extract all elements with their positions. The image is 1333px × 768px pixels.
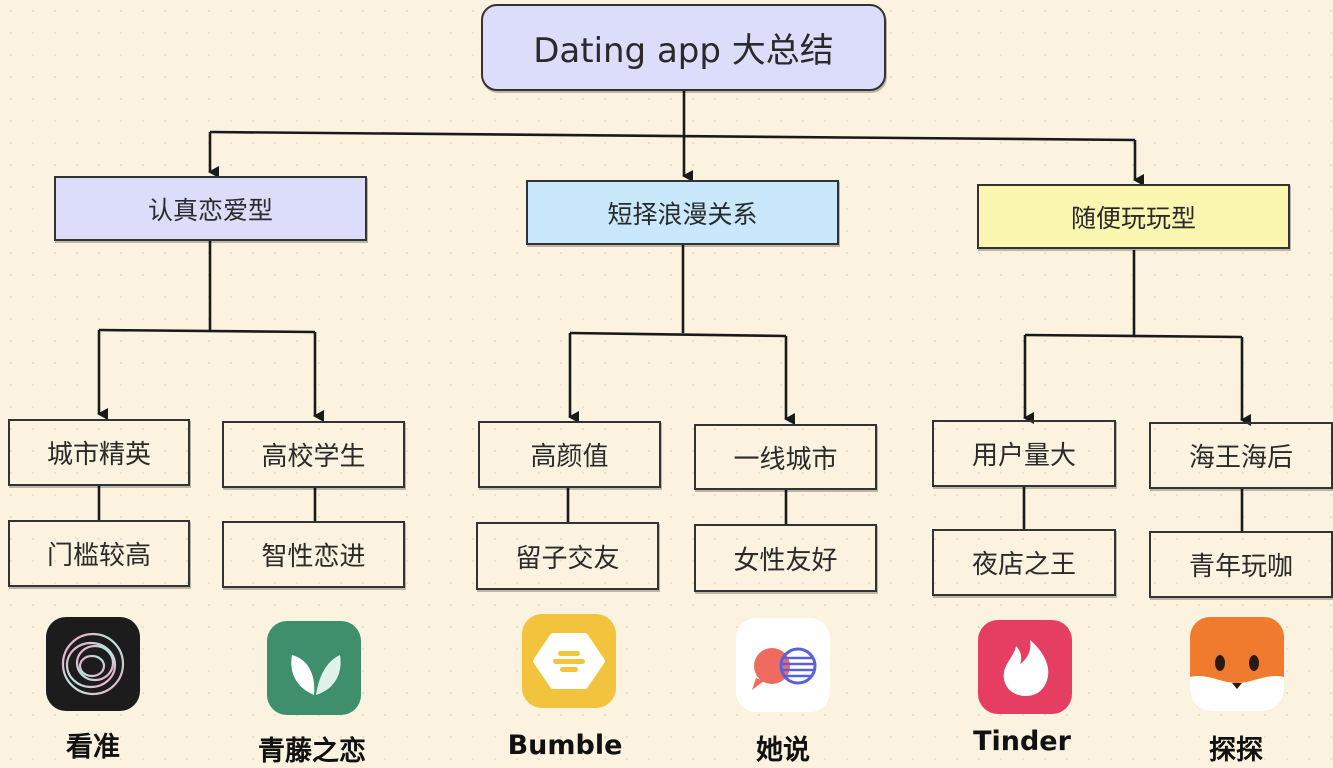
feature-label: 女性友好 — [733, 545, 838, 576]
tashuo-bubble-icon — [736, 618, 830, 712]
tantan-fox-icon — [1190, 617, 1284, 711]
app-name: 青藤之恋 — [258, 736, 366, 767]
app-name: Bumble — [507, 730, 623, 761]
category-label: 认真恋爱型 — [147, 195, 273, 225]
tinder-flame-icon — [978, 620, 1072, 714]
casual-branch-line — [1024, 333, 1243, 339]
bumble-hexagon-icon — [522, 614, 616, 708]
app-name: Tinder — [973, 726, 1071, 757]
app-name: 看准 — [66, 732, 120, 763]
feature-label: 一线城市 — [733, 444, 838, 475]
feature-label: 留子交友 — [515, 543, 620, 574]
feature-label: 高校学生 — [261, 442, 366, 472]
feature-sapiosexual: 智性恋进 — [222, 521, 405, 588]
feature-label: 青年玩咖 — [1188, 552, 1293, 582]
feature-tier-one-city: 一线城市 — [694, 424, 877, 490]
category-label: 随便玩玩型 — [1070, 203, 1196, 233]
category-romance: 短择浪漫关系 — [526, 180, 839, 245]
feature-label: 海王海后 — [1188, 443, 1293, 473]
feature-many-users: 用户量大 — [932, 420, 1116, 487]
root-title: Dating app 大总结 — [533, 31, 834, 71]
category-label: 短择浪漫关系 — [607, 199, 758, 229]
serious-branch-line — [98, 328, 316, 334]
feature-young-players: 青年玩咖 — [1149, 531, 1333, 598]
root-branch-line — [209, 130, 1136, 142]
feature-label: 城市精英 — [46, 440, 151, 470]
feature-players: 海王海后 — [1149, 422, 1333, 489]
qingteng-leaf-icon — [267, 621, 361, 715]
app-name: 她说 — [756, 735, 810, 766]
category-casual: 随便玩玩型 — [977, 184, 1290, 249]
category-serious: 认真恋爱型 — [54, 176, 367, 241]
romance-branch-line — [569, 331, 787, 338]
app-name: 探探 — [1209, 735, 1263, 766]
feature-high-threshold: 门槛较高 — [8, 520, 190, 587]
feature-nightclub-king: 夜店之王 — [932, 529, 1116, 596]
feature-label: 高颜值 — [530, 442, 609, 472]
feature-good-looks: 高颜值 — [478, 421, 661, 488]
feature-students: 高校学生 — [222, 421, 405, 488]
kanzhun-rings-icon — [46, 617, 140, 711]
feature-female-friendly: 女性友好 — [694, 524, 877, 592]
root-node: Dating app 大总结 — [481, 4, 886, 91]
feature-city-elite: 城市精英 — [8, 419, 190, 486]
feature-overseas-students: 留子交友 — [476, 522, 659, 590]
feature-label: 门槛较高 — [46, 541, 151, 571]
feature-label: 用户量大 — [971, 441, 1076, 471]
feature-label: 智性恋进 — [261, 542, 366, 572]
feature-label: 夜店之王 — [971, 550, 1076, 580]
